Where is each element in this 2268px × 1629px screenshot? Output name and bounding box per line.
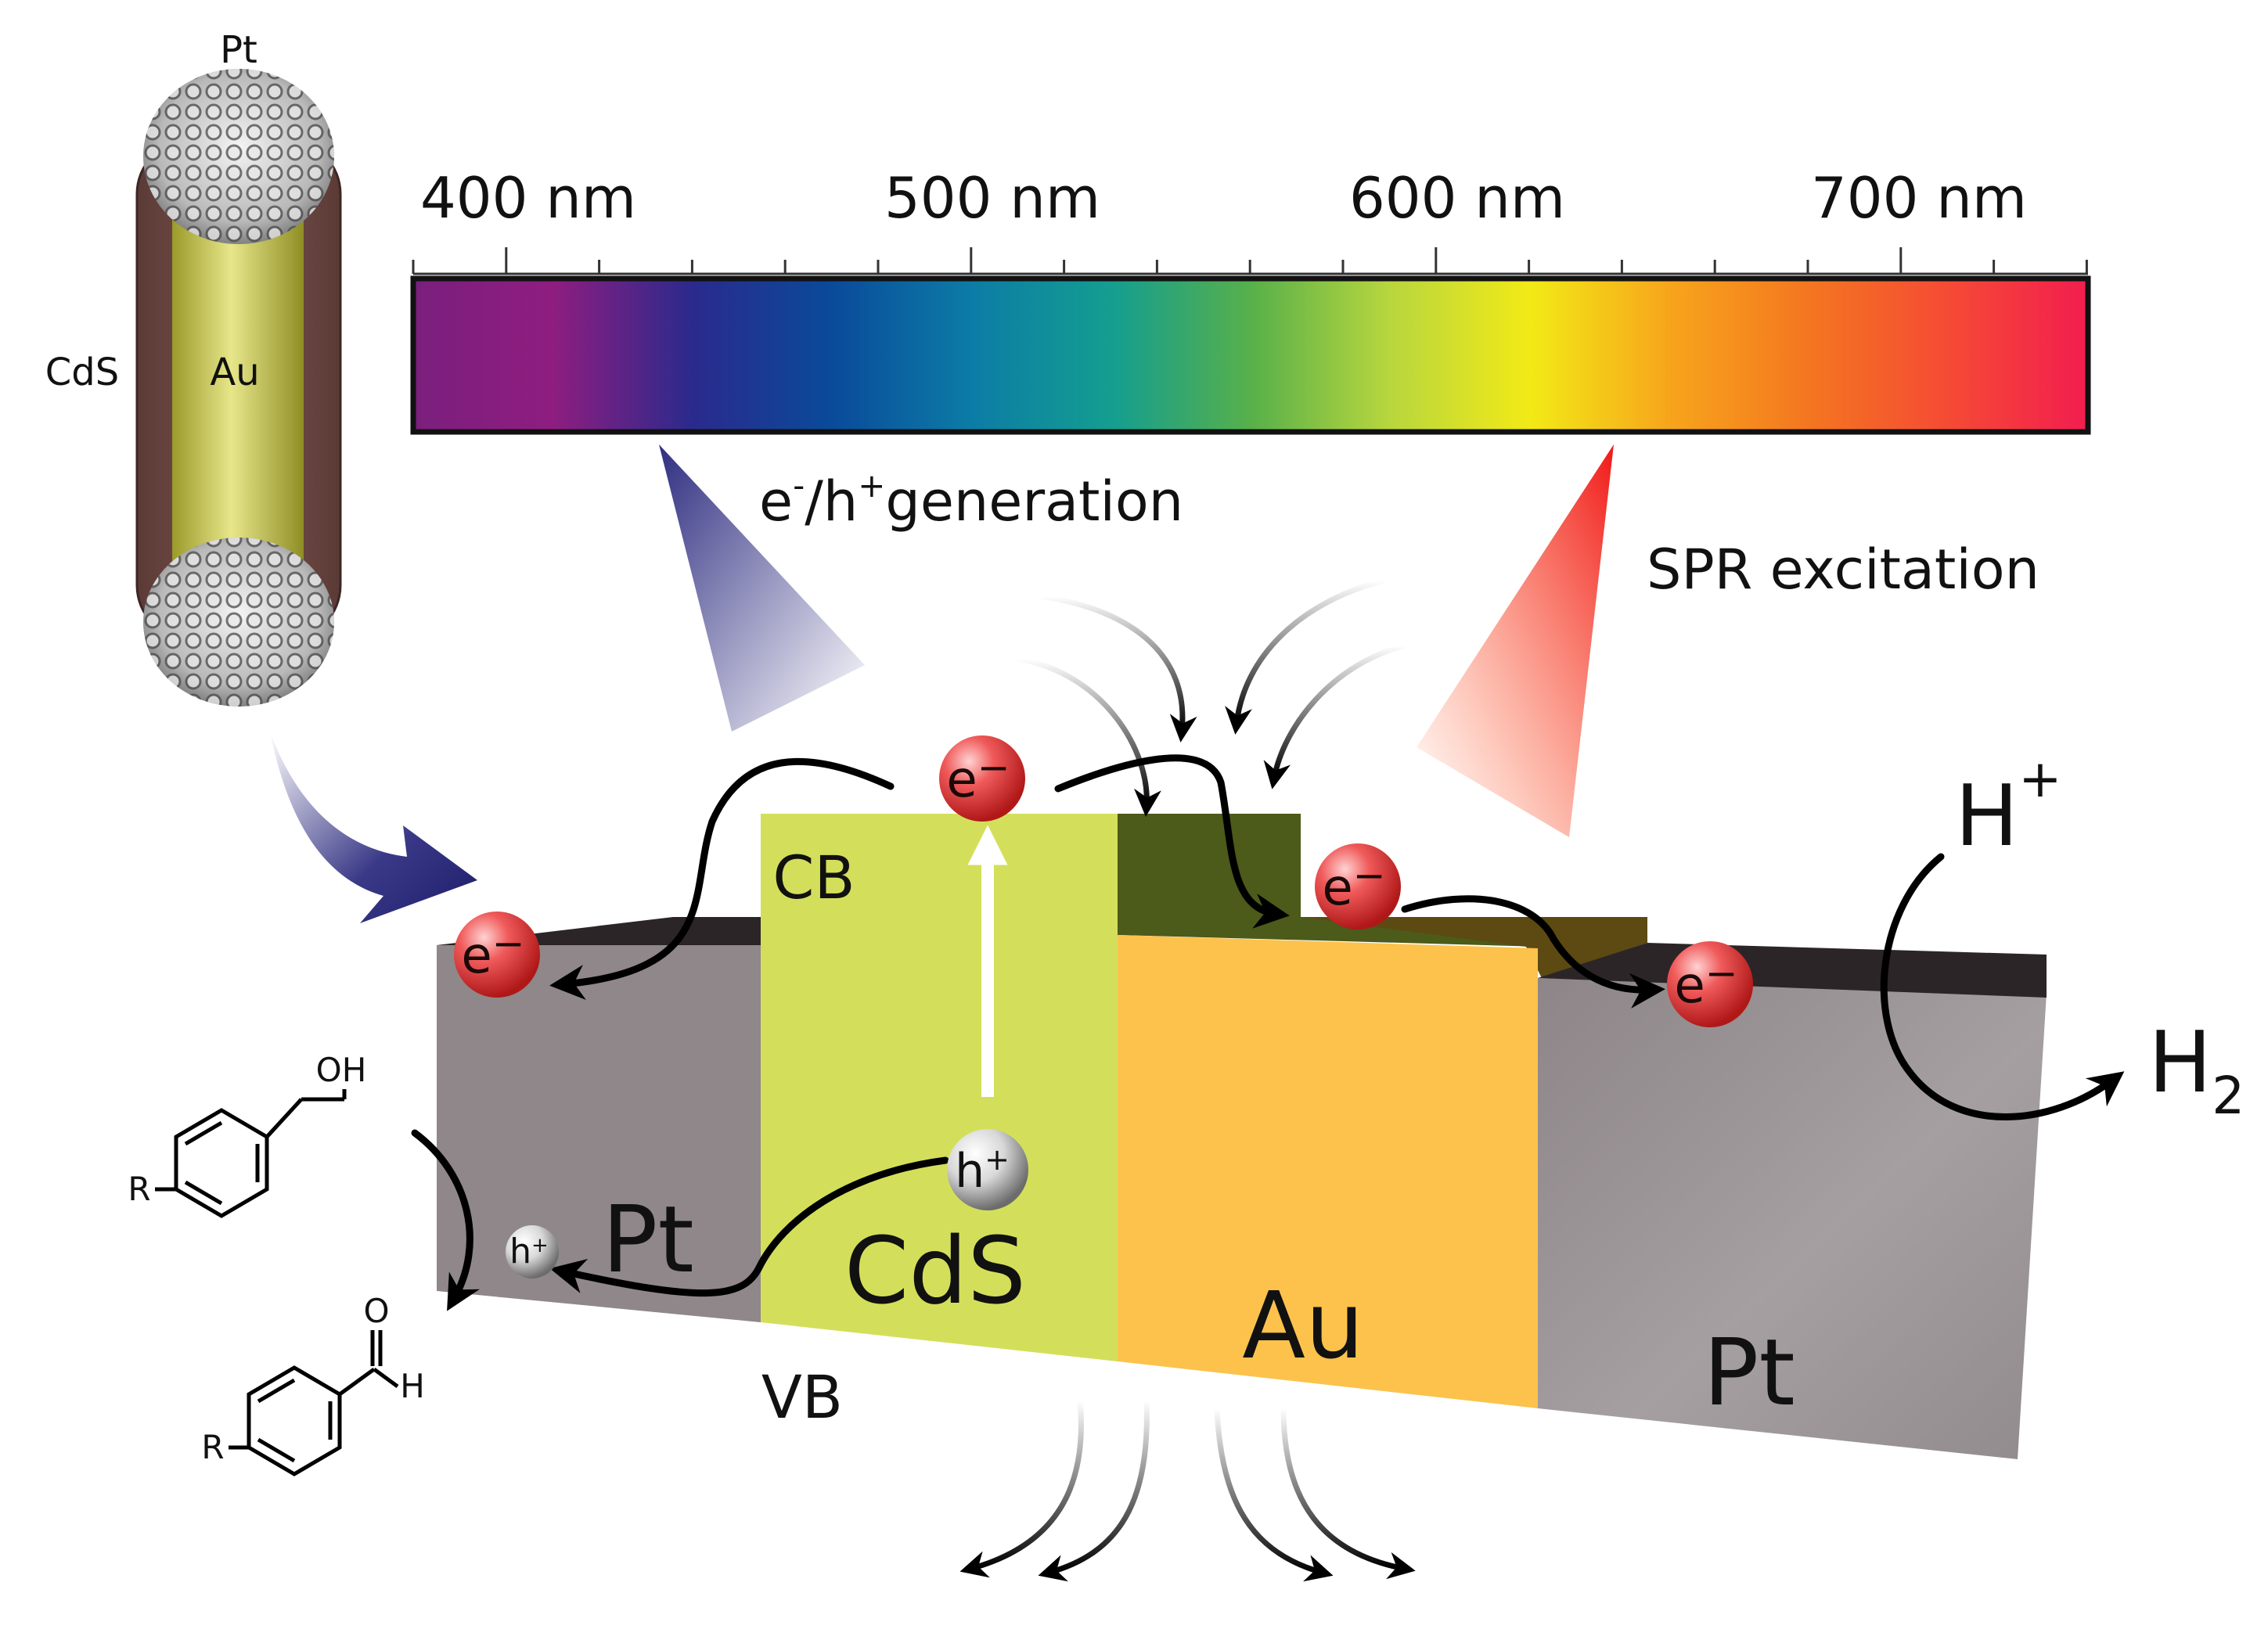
tick-label-500nm: 500 nm	[884, 165, 1100, 231]
band-diagram: CB VB CdS Au Pt Pt	[437, 814, 2047, 1459]
pt-right-top-strip	[1538, 943, 2047, 998]
au-core	[172, 205, 304, 573]
h2-label: H2	[2148, 1014, 2245, 1126]
spectrum-scale: 400 nm 500 nm 600 nm 700 nm	[410, 165, 2091, 435]
pt-right-block	[1538, 978, 2047, 1459]
benzaldehyde	[229, 1330, 399, 1476]
generation-label: e-/h+generation	[759, 466, 1183, 534]
h-plus-label: H+	[1955, 749, 2062, 865]
nanorod-label-pt: Pt	[220, 28, 257, 72]
tick-label-400nm: 400 nm	[420, 165, 636, 231]
pt-left-block	[437, 945, 761, 1322]
au-label: Au	[1242, 1271, 1364, 1379]
cb-label: CB	[772, 843, 855, 912]
benzyl-alcohol	[155, 1089, 347, 1218]
incoming-light-arrows	[1017, 577, 1406, 817]
cds-block	[761, 814, 1118, 1361]
pt-tip-top	[143, 69, 334, 244]
au-block	[1118, 935, 1538, 1408]
electron-pt-right: e−	[1667, 941, 1753, 1027]
reduction-arrow	[1880, 853, 2125, 1120]
zoom-in-arrow	[270, 732, 477, 923]
nanorod-label-cds: CdS	[45, 351, 119, 394]
hole-transfer-arrow	[549, 1156, 949, 1297]
nanorod-illustration: Pt CdS Au	[45, 28, 342, 707]
svg-text:e−: e−	[461, 921, 524, 985]
spectrum-bar	[410, 275, 2091, 435]
svg-text:e−: e−	[1322, 853, 1385, 917]
aldehyde-h-label: H	[400, 1367, 425, 1405]
au-dark-strip	[1301, 917, 1647, 978]
tick-label-600nm: 600 nm	[1349, 165, 1565, 231]
svg-text:h+: h+	[509, 1232, 549, 1271]
nanorod-label-au: Au	[210, 351, 259, 394]
pt-tip-bottom	[143, 538, 334, 707]
electron-transfer-arrows	[549, 754, 1665, 1009]
au-conduction-top	[1118, 814, 1647, 947]
pt-left-label: Pt	[602, 1185, 693, 1293]
aldehyde-r-label: R	[201, 1428, 224, 1466]
electron-pt-left: e−	[454, 912, 540, 998]
svg-text:e−: e−	[1674, 951, 1737, 1015]
svg-text:h+: h+	[955, 1142, 1010, 1199]
proton-reduction: H+ H2	[1880, 749, 2245, 1126]
electron-au: e−	[1315, 843, 1401, 930]
aldehyde-o-label: O	[363, 1292, 389, 1330]
vb-label: VB	[761, 1362, 843, 1432]
oxidation-arrow	[411, 1129, 480, 1311]
blue-light-beam	[659, 444, 865, 732]
electron-cds: e−	[939, 735, 1025, 822]
alcohol-r-label: R	[128, 1170, 150, 1208]
scattered-light-arrows	[959, 1400, 1416, 1582]
red-light-beam	[1417, 444, 1614, 837]
spr-excitation-label: SPR excitation	[1647, 538, 2039, 602]
hole-pt-left: h+	[506, 1225, 559, 1278]
tick-label-700nm: 700 nm	[1811, 165, 2027, 231]
svg-text:e−: e−	[946, 745, 1010, 809]
cds-label: CdS	[844, 1217, 1026, 1325]
pt-right-label: Pt	[1703, 1318, 1795, 1426]
alcohol-oh-label: OH	[316, 1051, 367, 1089]
hole-cds: h+	[947, 1129, 1028, 1210]
spectrum-ticks	[412, 247, 2088, 275]
